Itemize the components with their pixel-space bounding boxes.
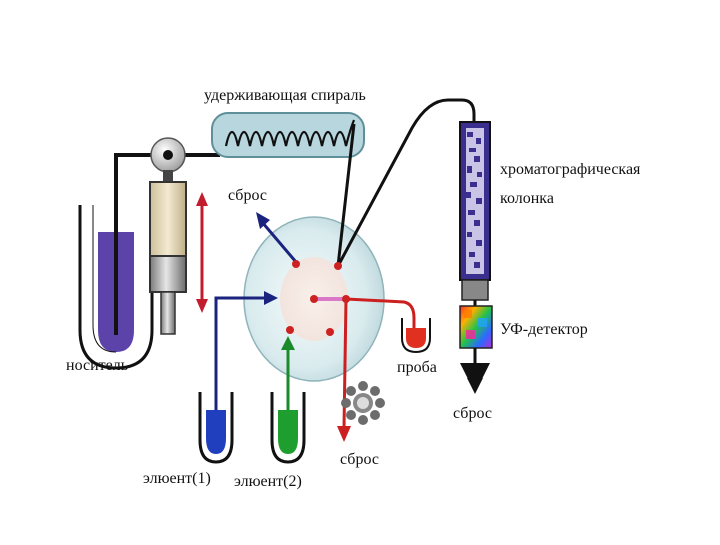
eluent1-tube — [214, 296, 266, 425]
detector-waste-arrowhead — [467, 378, 483, 394]
eluent1-cup — [198, 392, 234, 464]
uv-detector-label: УФ-детектор — [500, 321, 588, 338]
autosampler-icon — [341, 381, 385, 425]
waste-top-arrowhead — [256, 212, 270, 229]
valve-ports — [286, 260, 350, 336]
eluent2-label: элюент(2) — [234, 473, 302, 490]
column-label-line1: хроматографическая — [500, 161, 641, 178]
sample-label: проба — [397, 359, 437, 376]
waste-top-label: сброс — [228, 187, 267, 204]
sample-cup — [401, 318, 431, 354]
holding-coil-label: удерживающая спираль — [204, 87, 366, 104]
uv-detector-icon — [459, 305, 493, 349]
column-label-line2: колонка — [500, 190, 554, 207]
waste-bottom-arrowhead — [337, 426, 351, 442]
waste-top-tube — [260, 221, 298, 263]
carrier-label: носитель — [66, 357, 128, 374]
pump-piston-icon — [149, 137, 187, 335]
eluent1-arrowhead — [264, 291, 278, 305]
eluent2-cup — [270, 392, 306, 464]
waste-bottom-label: сброс — [340, 451, 379, 468]
eluent2-arrowhead — [281, 336, 295, 350]
sample-tube — [345, 297, 416, 330]
holding-coil — [211, 112, 365, 158]
valve-to-column-tube — [336, 98, 476, 267]
chromatographic-column — [459, 121, 491, 301]
waste-right-label: сброс — [453, 405, 492, 422]
carrier-tube — [114, 153, 220, 335]
waste-bottom-tube — [342, 298, 348, 429]
stroke-arrow — [196, 192, 208, 313]
eluent1-label: элюент(1) — [143, 470, 211, 487]
coil-to-valve-tube — [336, 123, 356, 267]
